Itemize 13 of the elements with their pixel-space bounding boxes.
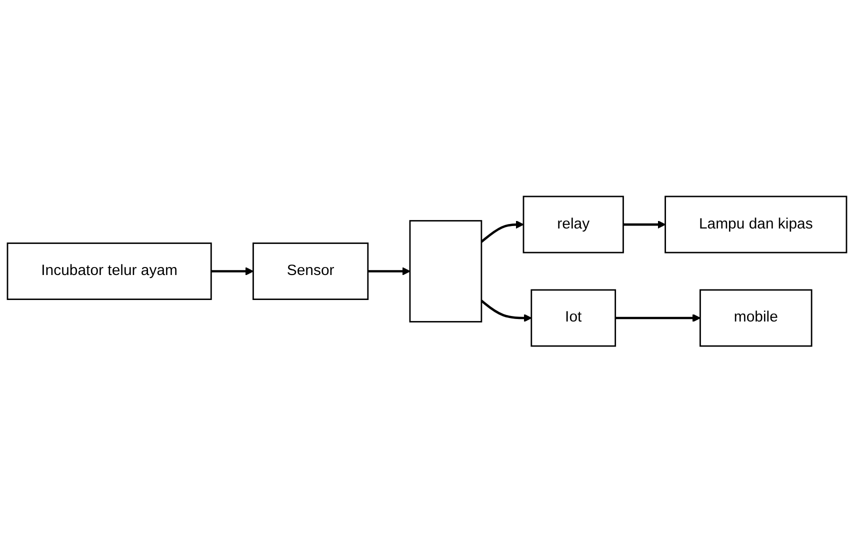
node-box: Lampu dan kipas — [664, 196, 848, 254]
node-box — [409, 220, 482, 323]
node-box: mobile — [700, 289, 812, 347]
arrow — [480, 220, 524, 243]
node-box: Iot — [530, 289, 616, 347]
node-box: Sensor — [252, 242, 369, 300]
node-box: Incubator telur ayam — [6, 242, 212, 300]
arrow — [615, 314, 701, 322]
arrow — [623, 220, 666, 229]
node-box: relay — [522, 196, 624, 254]
arrow — [480, 300, 532, 322]
arrow — [368, 267, 410, 276]
arrow — [211, 267, 254, 276]
